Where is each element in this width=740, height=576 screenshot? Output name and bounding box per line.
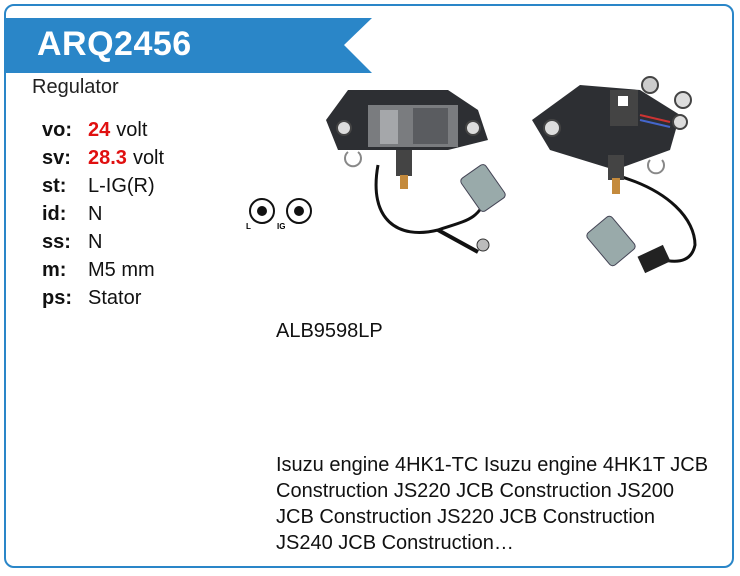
spec-key: st: (42, 174, 67, 197)
spec-value: L-IG(R) (88, 174, 155, 197)
spec-key: sv: (42, 146, 71, 169)
spec-row-ps: ps: Stator (42, 284, 164, 312)
spec-key: vo: (42, 118, 72, 141)
spec-key: id: (42, 202, 67, 225)
spec-key: m: (42, 258, 67, 281)
model-code: ALB9598LP (276, 320, 383, 342)
spec-value: 28.3 (88, 146, 127, 169)
applications: Isuzu engine 4HK1-TC Isuzu engine 4HK1T … (276, 452, 716, 556)
product-type: Regulator (32, 76, 119, 98)
spec-value: N (88, 202, 103, 225)
spec-value: M5 mm (88, 258, 155, 281)
part-number: ARQ2456 (37, 25, 192, 63)
spec-row-st: st: L-IG(R) (42, 172, 164, 200)
spec-row-vo: vo: 24 volt (42, 116, 164, 144)
spec-key: ss: (42, 230, 71, 253)
spec-value: N (88, 230, 103, 253)
regulator-photo-front (318, 80, 508, 260)
regulator-photo-angled (520, 70, 720, 280)
spec-list: vo: 24 volt sv: 28.3 volt st: L-IG(R) id… (42, 116, 164, 312)
spec-row-id: id: N (42, 200, 164, 228)
part-number-banner: ARQ2456 (4, 18, 372, 73)
spec-key: ps: (42, 286, 72, 309)
terminal-label-l: L (246, 222, 251, 231)
spec-value: 24 (88, 118, 111, 141)
spec-row-sv: sv: 28.3 volt (42, 144, 164, 172)
spec-unit: volt (132, 146, 165, 169)
terminal-label-ig: IG (277, 222, 285, 231)
terminal-diagram: L IG (244, 196, 324, 236)
spec-row-m: m: M5 mm (42, 256, 164, 284)
applications-text: Isuzu engine 4HK1-TC Isuzu engine 4HK1T … (276, 454, 709, 554)
spec-value: Stator (88, 286, 142, 309)
spec-unit: volt (116, 118, 148, 141)
spec-row-ss: ss: N (42, 228, 164, 256)
